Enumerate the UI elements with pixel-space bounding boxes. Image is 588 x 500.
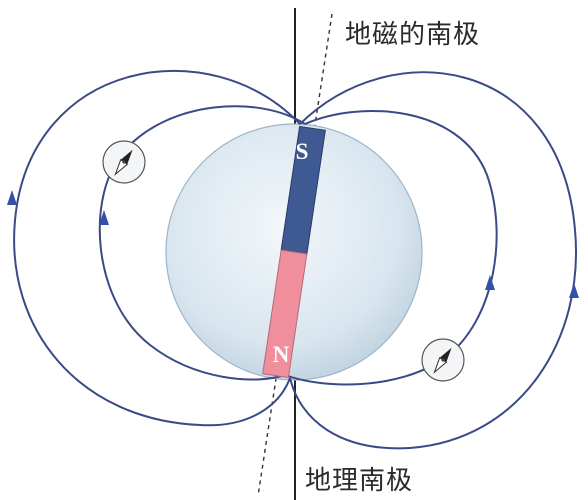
compass-icon xyxy=(102,140,146,184)
geomagnetic-south-label: 地磁的南极 xyxy=(345,20,481,50)
magnet-north-half xyxy=(262,249,308,379)
south-pole-letter: S xyxy=(296,139,309,164)
compass-icon xyxy=(421,338,465,382)
arrow-icon xyxy=(485,275,495,290)
geographic-south-label: 地理南极 xyxy=(305,466,414,496)
field-line-right-inner xyxy=(284,110,498,386)
field-line-left-inner xyxy=(98,105,306,381)
field-line-right-outer xyxy=(289,71,577,450)
arrow-icon xyxy=(99,210,109,225)
arrow-icon xyxy=(569,283,579,298)
north-pole-letter: N xyxy=(273,342,290,367)
field-line-left-outer xyxy=(13,69,301,427)
bar-magnet xyxy=(262,125,326,379)
arrow-icon xyxy=(7,190,17,205)
